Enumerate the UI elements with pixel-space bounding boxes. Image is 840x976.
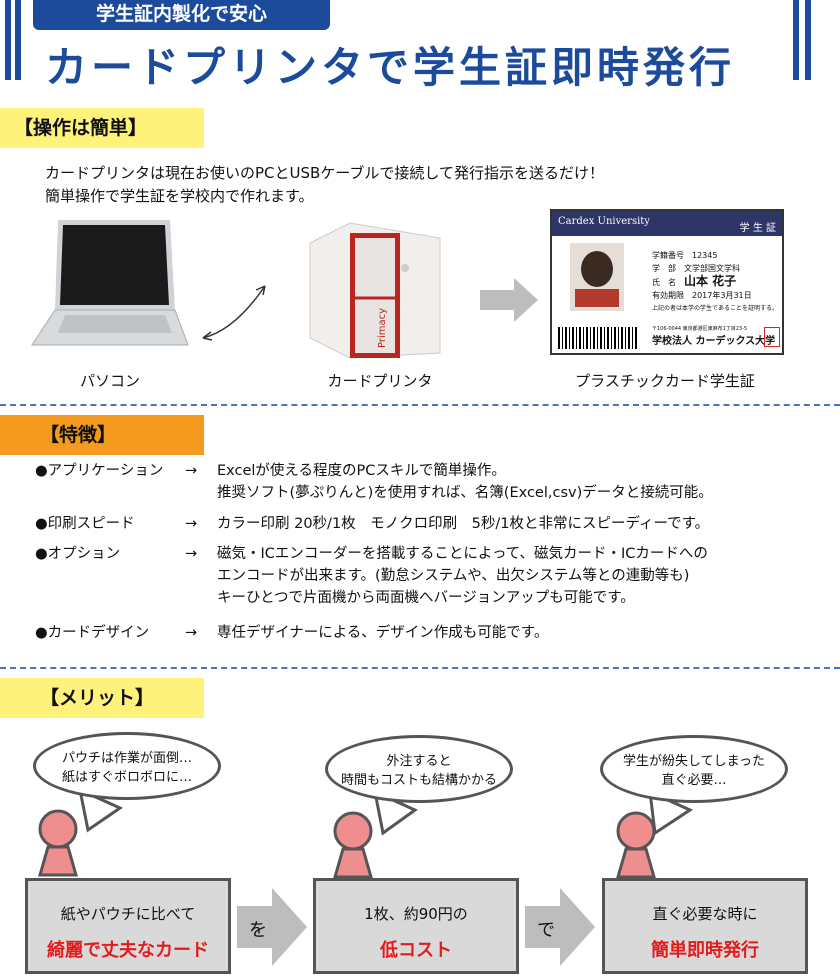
person-icon bbox=[333, 811, 373, 851]
connector-text: を bbox=[249, 920, 267, 941]
feature-text: 磁気・ICエンコーダーを搭載することによって、磁気カード・ICカードへの bbox=[217, 546, 708, 562]
header-badge: 学生証内製化で安心 bbox=[33, 0, 330, 30]
caption-printer: カードプリンタ bbox=[327, 372, 433, 390]
card-printer-image: Primacy bbox=[309, 222, 441, 359]
feature-text: 推奨ソフト(夢ぷりんと)を使用すれば、名簿(Excel,csv)データと接続可能… bbox=[217, 485, 713, 501]
feature-text: キーひとつで片面機から両面機へバージョンアップも可能です。 bbox=[217, 590, 635, 606]
barcode bbox=[558, 327, 638, 349]
person-icon bbox=[616, 811, 656, 851]
bidirectional-arrow-icon bbox=[202, 285, 266, 341]
speech-bubble-tails bbox=[77, 787, 694, 836]
bubble-line: 紙はすぐボロボロに… bbox=[61, 770, 192, 785]
student-photo bbox=[570, 243, 624, 311]
feature-text: Excelが使える程度のPCスキルで簡単操作。 bbox=[217, 463, 506, 479]
bubble-line: 外注すると bbox=[386, 754, 452, 769]
speech-bubble: パウチは作業が面倒… 紙はすぐボロボロに… bbox=[33, 732, 221, 800]
bubble-line: 学生が紛失してしまった bbox=[622, 754, 766, 769]
merit-box: 紙やパウチに比べて綺麗で丈夫なカード bbox=[25, 878, 231, 974]
divider bbox=[0, 404, 840, 406]
seal-stamp bbox=[764, 327, 780, 347]
header-bar bbox=[805, 0, 811, 80]
card-address: 〒106-0044 東京都港区東麻布1丁目23-5 bbox=[652, 326, 748, 332]
section-label-features: 【特徴】 bbox=[0, 415, 204, 455]
person-icons bbox=[38, 809, 656, 879]
header-bar bbox=[15, 0, 21, 80]
speech-bubble: 学生が紛失してしまった直ぐ必要… bbox=[600, 735, 788, 803]
arrow-icon: → bbox=[185, 546, 198, 562]
card-expiry: 2017年3月31日 bbox=[692, 291, 752, 300]
arrow-icon: → bbox=[185, 625, 198, 641]
feature-key: ●オプション bbox=[35, 546, 121, 562]
bubble-line: 時間もコストも結構かかる bbox=[340, 773, 497, 788]
merit-text: 直ぐ必要な時に bbox=[652, 905, 758, 923]
card-university: Cardex University bbox=[558, 216, 650, 227]
merit-highlight: 綺麗で丈夫なカード bbox=[47, 940, 209, 961]
header-bar bbox=[5, 0, 11, 80]
merit-text: 紙やパウチに比べて bbox=[60, 905, 196, 923]
student-id-card: Cardex University 学 生 証 学籍番号 12345 学 部 文… bbox=[550, 209, 784, 355]
intro-line: カードプリンタは現在お使いのPCとUSBケーブルで接続して発行指示を送るだけ！ bbox=[45, 164, 604, 182]
speech-bubble: 外注すると時間もコストも結構かかる bbox=[325, 735, 513, 803]
card-type: 学 生 証 bbox=[739, 223, 776, 234]
arrow-right-icon bbox=[480, 278, 538, 322]
merit-box: 直ぐ必要な時に簡単即時発行 bbox=[602, 878, 808, 974]
laptop-image bbox=[31, 220, 189, 346]
connector-text: で bbox=[537, 920, 555, 941]
person-icon bbox=[38, 809, 78, 849]
bubble-line: パウチは作業が面倒… bbox=[61, 751, 192, 766]
card-issuer: 学校法人 カーデックス大学 bbox=[652, 336, 776, 347]
section-label-merits: 【メリット】 bbox=[0, 678, 204, 718]
page-title: カードプリンタで学生証即時発行 bbox=[45, 43, 736, 92]
merit-text: 1枚、約90円の bbox=[364, 905, 468, 923]
card-note: 上記の者は本学の学生であることを証明する。 bbox=[652, 305, 778, 312]
feature-key: ●印刷スピード bbox=[35, 516, 135, 532]
connector-arrow: で bbox=[525, 888, 595, 966]
intro-line: 簡単操作で学生証を学校内で作れます。 bbox=[45, 187, 314, 205]
merit-highlight: 簡単即時発行 bbox=[651, 940, 759, 961]
feature-text: カラー印刷 20秒/1枚 モノクロ印刷 5秒/1枚と非常にスピーディーです。 bbox=[217, 516, 710, 532]
feature-text: エンコードが出来ます。(勤怠システムや、出欠システム等との連動等も) bbox=[217, 568, 690, 584]
card-name: 山本 花子 bbox=[684, 274, 737, 288]
caption-card: プラスチックカード学生証 bbox=[575, 372, 755, 390]
feature-text: 専任デザイナーによる、デザイン作成も可能です。 bbox=[217, 625, 549, 641]
header-bar bbox=[793, 0, 799, 80]
merit-highlight: 低コスト bbox=[380, 940, 452, 961]
arrow-icon: → bbox=[185, 516, 198, 532]
divider bbox=[0, 667, 840, 669]
caption-pc: パソコン bbox=[79, 372, 140, 390]
merit-box: 1枚、約90円の低コスト bbox=[313, 878, 519, 974]
card-dept-label: 学 部 bbox=[652, 264, 676, 273]
section-label-easy: 【操作は簡単】 bbox=[0, 108, 204, 148]
intro-text: カードプリンタは現在お使いのPCとUSBケーブルで接続して発行指示を送るだけ！ … bbox=[45, 162, 604, 208]
bubble-line: 直ぐ必要… bbox=[661, 773, 727, 788]
card-name-label: 氏 名 bbox=[652, 278, 676, 287]
connector-arrow: を bbox=[237, 888, 307, 966]
feature-key: ●アプリケーション bbox=[35, 463, 164, 479]
feature-key: ●カードデザイン bbox=[35, 625, 150, 641]
card-id: 12345 bbox=[692, 251, 718, 260]
arrow-icon: → bbox=[185, 463, 198, 479]
card-expiry-label: 有効期限 bbox=[652, 291, 684, 300]
printer-brand: Primacy bbox=[377, 308, 388, 348]
card-dept: 文学部国文学科 bbox=[684, 264, 740, 273]
card-id-label: 学籍番号 bbox=[652, 251, 684, 260]
